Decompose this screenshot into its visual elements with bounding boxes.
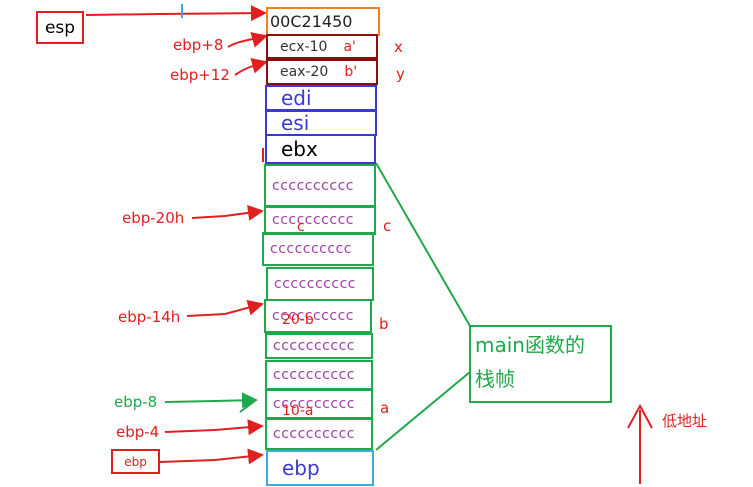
ebp-minus20h-arrow	[191, 204, 264, 221]
offset-ebp-minus8: ebp-8	[114, 393, 158, 411]
ebp-plus8-arrow	[227, 32, 268, 48]
stack-cell-esi: esi	[265, 110, 377, 136]
label-b-value: 20-b	[282, 312, 314, 328]
offset-ebp-plus8: ebp+8	[173, 36, 224, 54]
offset-ebp-minus14h: ebp-14h	[118, 308, 181, 326]
frame-bracket-lines	[375, 162, 471, 451]
label-x: x	[394, 38, 403, 56]
ebp-box-arrow	[159, 448, 264, 465]
stack-cell-fill-6: cccccccccc	[265, 333, 373, 359]
frame-label-line1: main函数的	[475, 333, 585, 357]
ebp-box: ebp	[111, 449, 160, 474]
offset-ebp-minus20h: ebp-20h	[122, 209, 185, 227]
stack-cell-fill-2: cccccccccc	[264, 205, 376, 235]
label-a-value: 10-a	[282, 403, 314, 419]
label-b: b	[379, 315, 389, 333]
label-a: a	[380, 399, 390, 417]
label-c-small: c	[297, 219, 305, 235]
low-address-label: 低地址	[662, 412, 708, 430]
stray-marks	[181, 4, 264, 162]
label-c: c	[383, 217, 392, 235]
stack-cell-fill-7: cccccccccc	[265, 360, 373, 390]
low-address-arrow	[627, 403, 653, 484]
stack-cell-fill-5: cccccccccc	[264, 299, 372, 333]
stack-cell-fill-4: cccccccccc	[266, 267, 374, 301]
esp-box: esp	[36, 11, 84, 44]
stack-cell-ebx: ebx	[265, 134, 376, 164]
stack-cell-edi: edi	[265, 85, 377, 111]
ebp-minus14h-arrow	[186, 299, 264, 317]
stack-cell-return-address: 00C21450	[266, 7, 380, 36]
stack-cell-ebp: ebp	[266, 450, 374, 486]
stack-cell-param2: eax-20 b'	[266, 59, 378, 85]
stack-cell-fill-1: cccccccccc	[264, 164, 376, 208]
ebp-box-label: ebp	[124, 454, 147, 469]
stack-cell-fill-9: cccccccccc	[265, 418, 373, 450]
ebp-minus8-arrow	[164, 392, 258, 413]
ebp-plus12-arrow	[234, 57, 268, 76]
esp-arrow	[85, 5, 267, 22]
offset-ebp-minus4: ebp-4	[116, 423, 160, 441]
stack-cell-fill-3: cccccccccc	[262, 232, 374, 266]
frame-label-box: main函数的 栈帧	[469, 325, 612, 403]
frame-label-line2: 栈帧	[475, 367, 515, 391]
stack-cell-param1: ecx-10 a'	[266, 34, 378, 59]
ebp-minus4-arrow	[164, 419, 264, 436]
esp-label: esp	[44, 17, 76, 38]
label-y: y	[396, 65, 405, 83]
offset-ebp-plus12: ebp+12	[170, 66, 230, 84]
